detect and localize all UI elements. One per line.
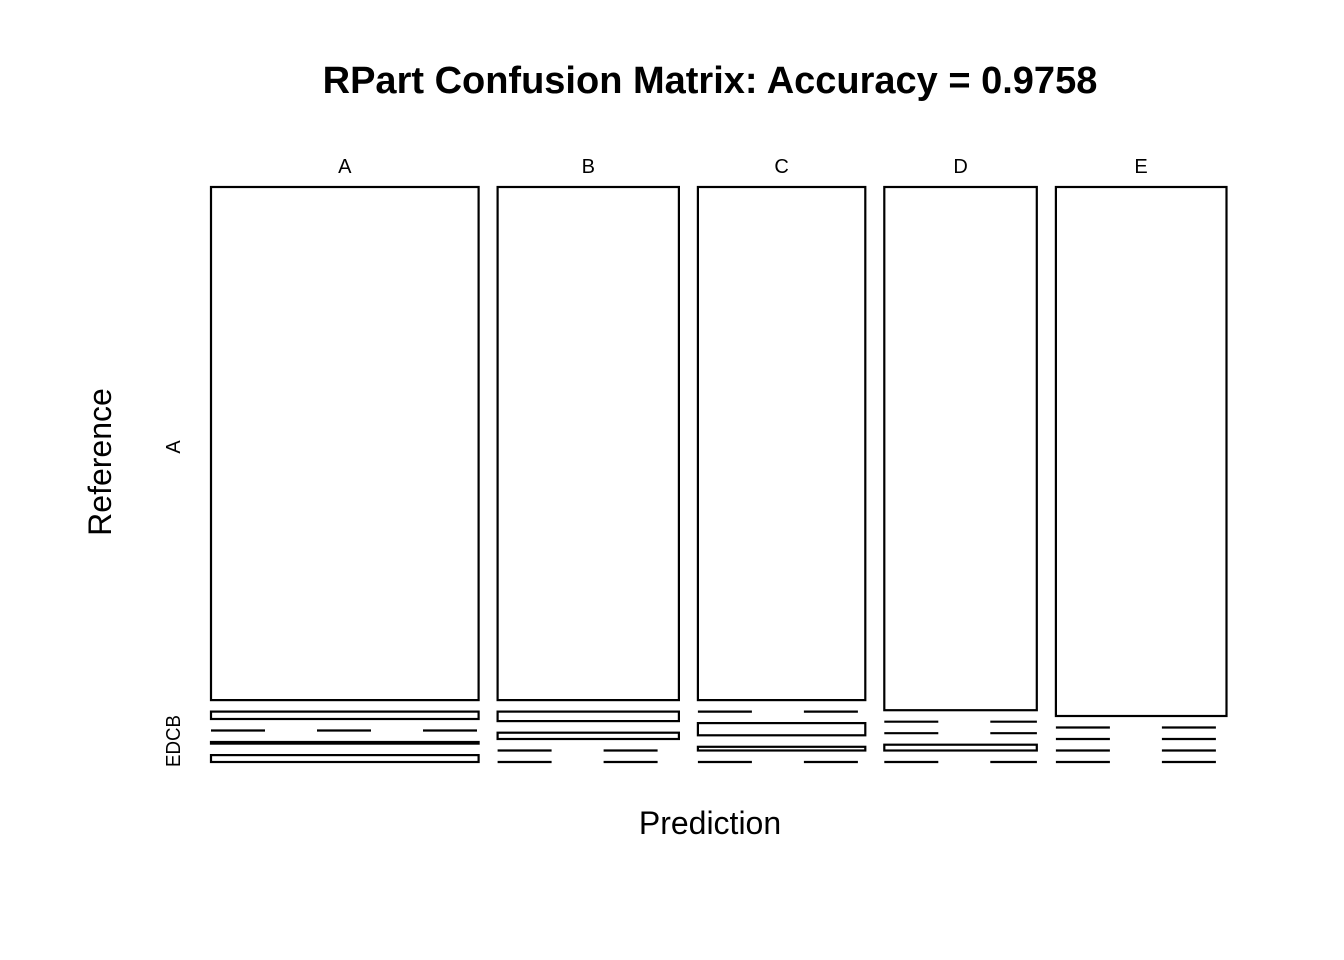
cell-pred-c-ref-d	[696, 745, 867, 752]
y-tick-label-a: A	[163, 440, 185, 454]
y-axis-label: Reference	[82, 388, 118, 536]
cell-pred-c-ref-c	[696, 721, 867, 737]
cell-pred-a-ref-b	[209, 710, 480, 721]
cell-pred-a-ref-a	[209, 185, 480, 702]
cell-pred-c-ref-a	[696, 185, 867, 702]
cell-pred-a-ref-d	[209, 740, 480, 745]
x-tick-label-b: B	[582, 156, 595, 178]
cell-pred-d-ref-a	[883, 185, 1038, 712]
x-tick-label-d: D	[953, 156, 967, 178]
cell-pred-e-ref-a	[1054, 185, 1228, 718]
cell-pred-b-ref-c	[496, 731, 681, 741]
cell-pred-b-ref-b	[496, 710, 681, 723]
y-tick-label-edcb: EDCB	[163, 715, 185, 767]
x-tick-label-c: C	[774, 156, 788, 178]
cell-pred-b-ref-a	[496, 185, 681, 702]
chart-title: RPart Confusion Matrix: Accuracy = 0.975…	[323, 60, 1098, 102]
cell-pred-d-ref-d	[883, 743, 1038, 752]
x-axis-label: Prediction	[639, 805, 781, 841]
x-tick-label-a: A	[338, 156, 352, 178]
cell-pred-a-ref-e	[209, 753, 480, 764]
mosaic-cells	[209, 185, 1228, 764]
x-tick-label-e: E	[1134, 156, 1147, 178]
